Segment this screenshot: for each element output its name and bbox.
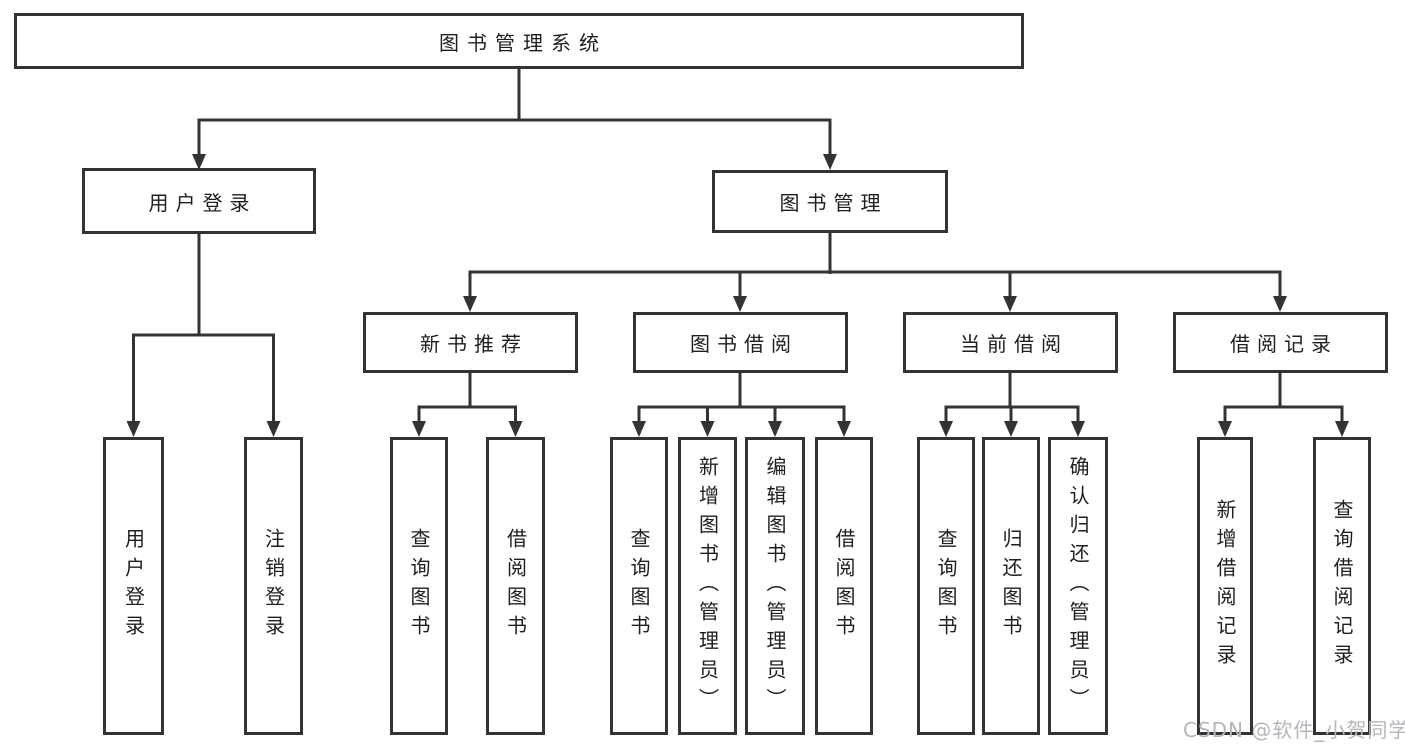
node-user-login: 用户登录 bbox=[82, 168, 316, 234]
node-borrow-records: 借阅记录 bbox=[1173, 312, 1388, 373]
arrow-down-icon bbox=[632, 421, 646, 437]
arrow-down-icon bbox=[508, 421, 523, 437]
leaf-query-borrow-record: 查询借阅记录 bbox=[1313, 437, 1371, 735]
arrow-down-icon bbox=[1003, 296, 1017, 312]
arrow-down-icon bbox=[1071, 421, 1085, 437]
leaf-current-query-book: 查询图书 bbox=[917, 437, 975, 735]
leaf-borrow-book: 借阅图书 bbox=[815, 437, 873, 735]
arrow-down-icon bbox=[1218, 421, 1232, 437]
connector-lines bbox=[132, 69, 1344, 423]
node-new-book-recommend: 新书推荐 bbox=[363, 312, 578, 373]
arrow-down-icon bbox=[126, 421, 141, 437]
arrow-down-icon bbox=[463, 296, 477, 312]
arrow-down-icon bbox=[1004, 421, 1018, 437]
arrow-down-icon bbox=[1335, 421, 1349, 437]
arrow-down-icon bbox=[768, 421, 782, 437]
node-root-system: 图书管理系统 bbox=[14, 13, 1024, 69]
node-book-management: 图书管理 bbox=[712, 170, 948, 233]
leaf-recommend-query-book: 查询图书 bbox=[390, 437, 448, 735]
node-book-borrow: 图书借阅 bbox=[633, 312, 848, 373]
node-current-borrow: 当前借阅 bbox=[903, 312, 1118, 373]
arrow-down-icon bbox=[412, 421, 426, 437]
leaf-add-book-admin: 新增图书（管理员） bbox=[678, 437, 737, 735]
leaf-return-book: 归还图书 bbox=[982, 437, 1040, 735]
arrow-down-icon bbox=[837, 421, 851, 437]
csdn-watermark: CSDN @软件_小贺同学 bbox=[1183, 718, 1405, 742]
arrow-down-icon bbox=[823, 154, 837, 170]
arrow-down-icon bbox=[192, 154, 206, 170]
arrow-down-icon bbox=[733, 296, 747, 312]
arrowheads bbox=[126, 154, 1349, 437]
leaf-borrow-query-book: 查询图书 bbox=[610, 437, 668, 735]
arrow-down-icon bbox=[700, 421, 715, 437]
leaf-add-borrow-record: 新增借阅记录 bbox=[1197, 437, 1253, 735]
leaf-confirm-return-admin: 确认归还（管理员） bbox=[1048, 437, 1108, 735]
leaf-edit-book-admin: 编辑图书（管理员） bbox=[745, 437, 805, 735]
leaf-logout: 注销登录 bbox=[244, 437, 303, 735]
leaf-user-login: 用户登录 bbox=[103, 437, 164, 735]
arrow-down-icon bbox=[266, 421, 281, 437]
arrow-down-icon bbox=[1273, 296, 1287, 312]
leaf-recommend-borrow-book: 借阅图书 bbox=[486, 437, 545, 735]
arrow-down-icon bbox=[939, 421, 953, 437]
